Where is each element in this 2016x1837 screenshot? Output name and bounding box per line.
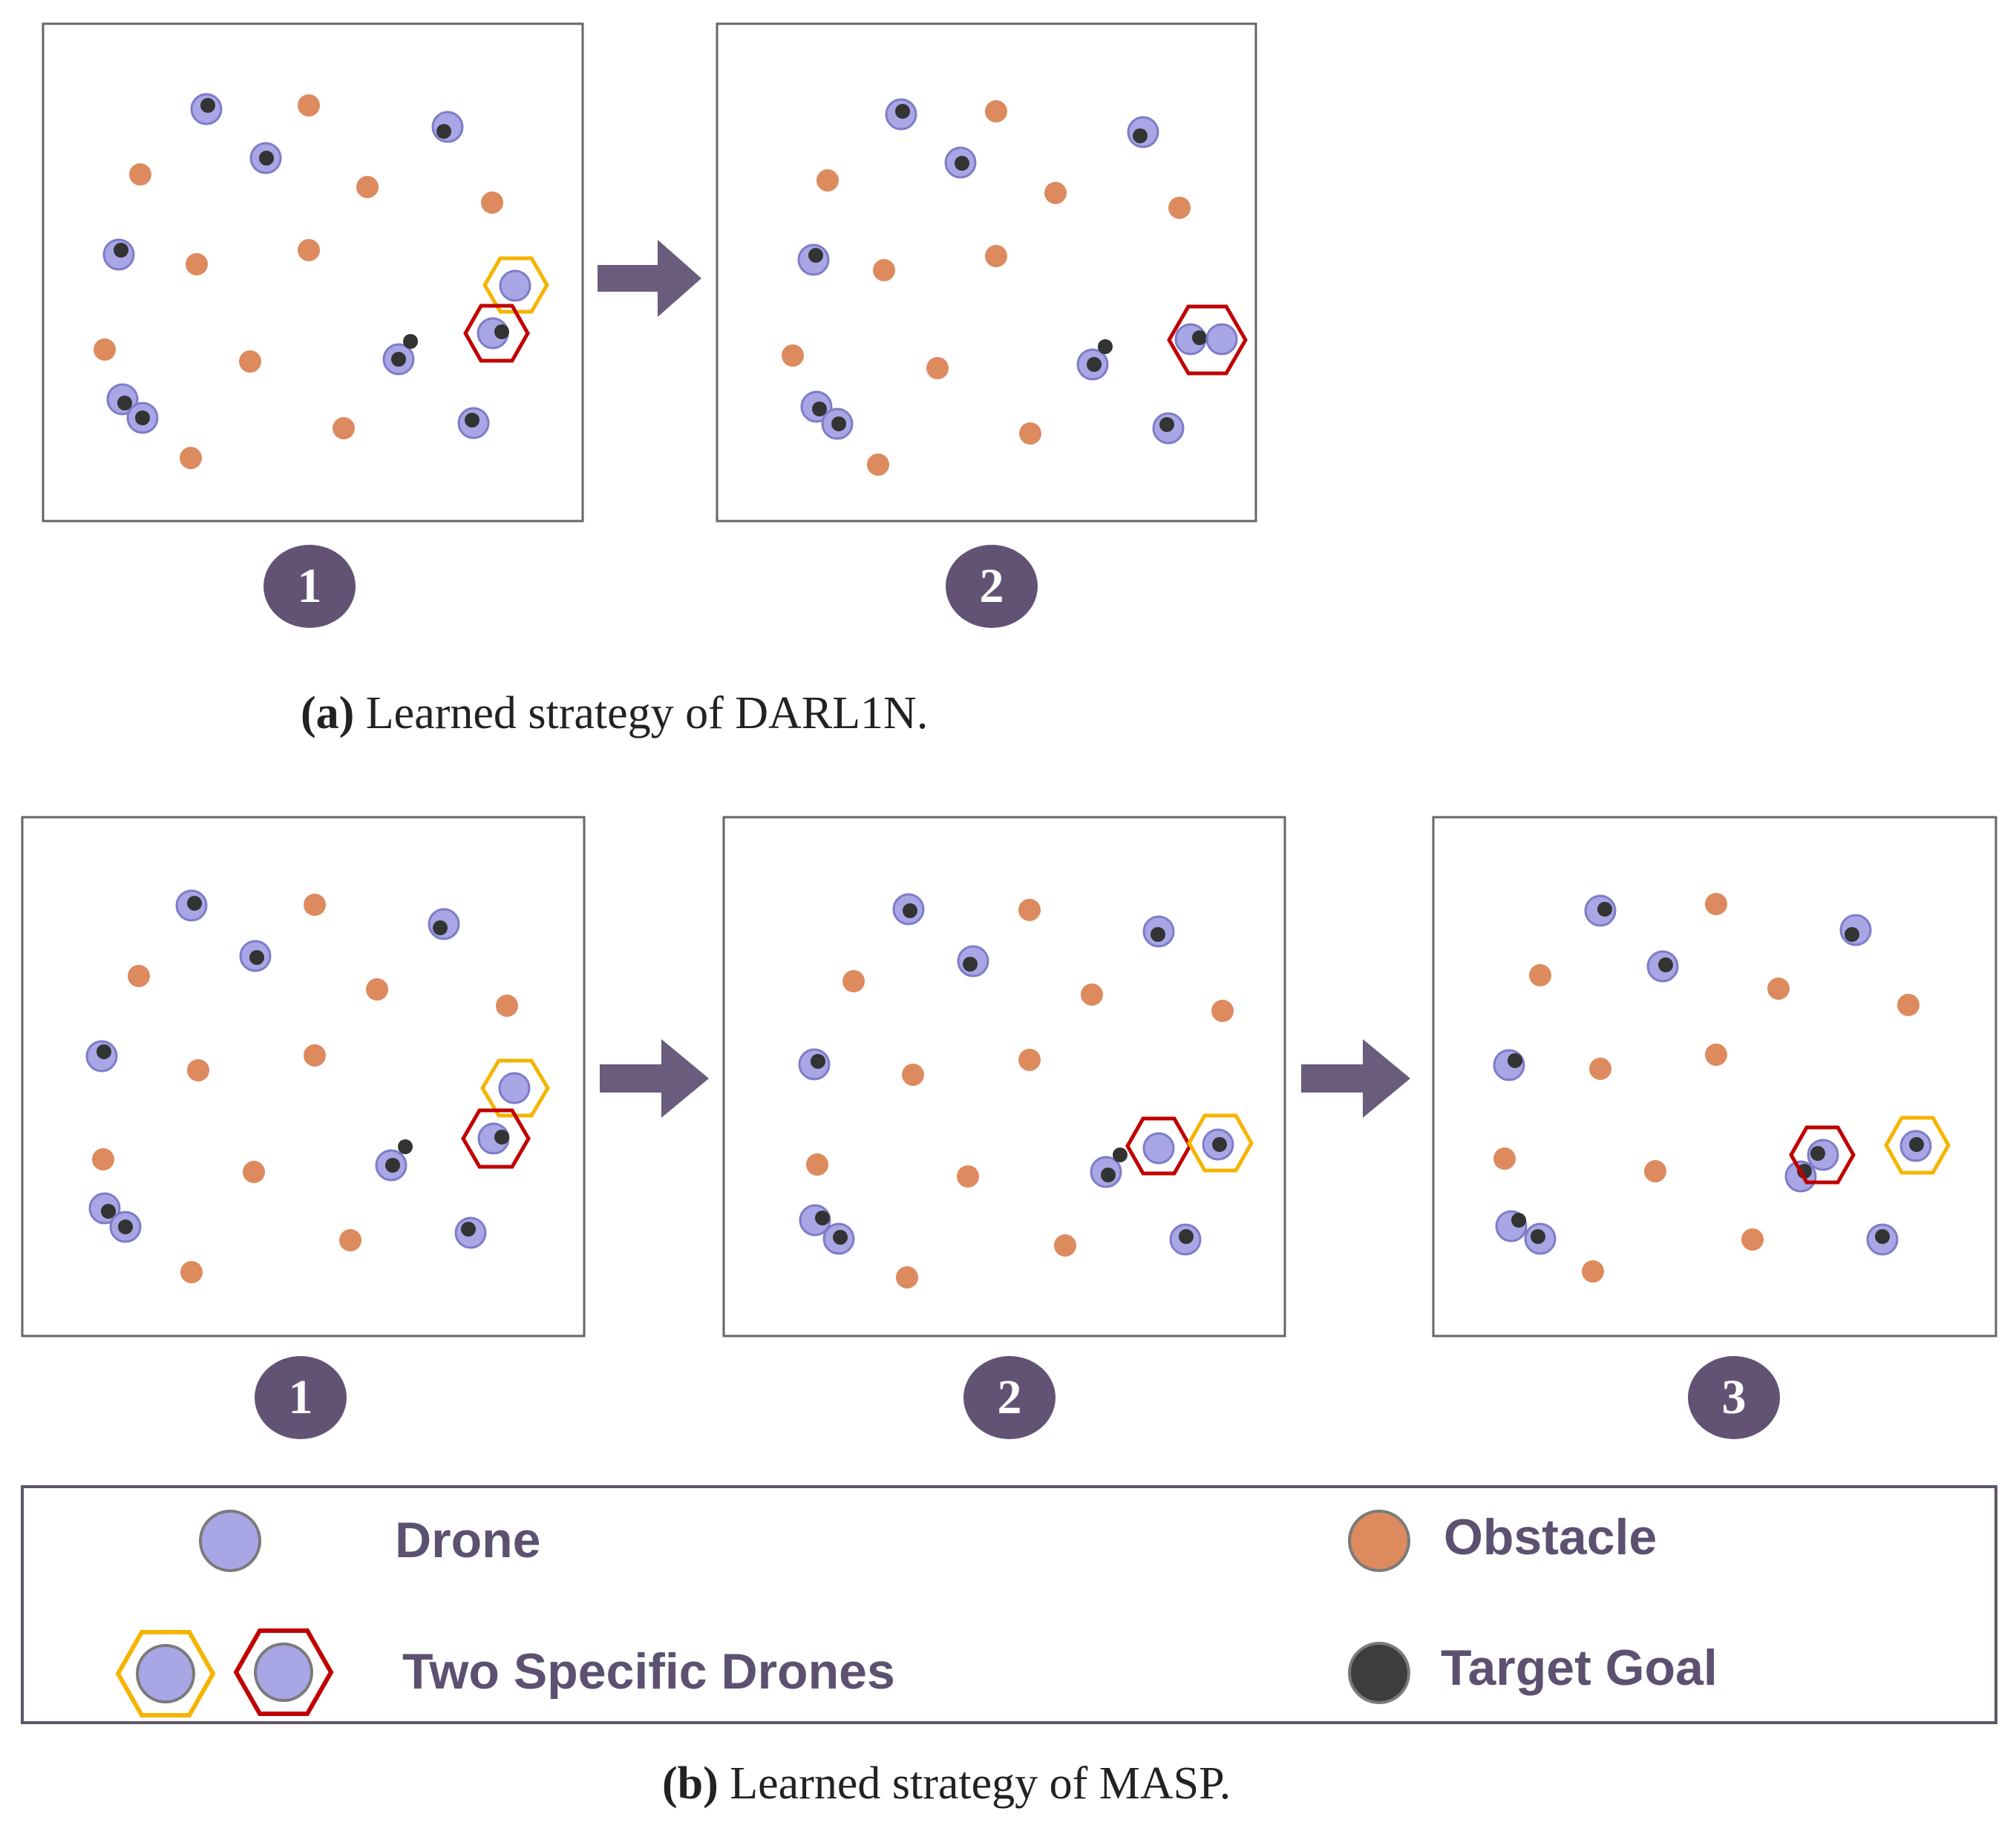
panel-a2	[716, 22, 1257, 523]
obstacles	[94, 94, 503, 469]
obstacles	[806, 899, 1234, 1288]
legend-obstacle-label: Obstacle	[1444, 1509, 1657, 1565]
drones	[85, 889, 531, 1249]
panel-b1	[21, 816, 586, 1337]
legend	[21, 1485, 1997, 1724]
target-goal	[403, 334, 418, 349]
drones	[102, 93, 531, 439]
legend-obstacle-icon	[1348, 1510, 1410, 1572]
legend-drone-icon	[199, 1510, 261, 1572]
legend-drone-label: Drone	[395, 1512, 541, 1568]
caption-a-label: (a)	[301, 688, 355, 739]
legend-red-hex-drone-icon	[233, 1628, 334, 1716]
arrow-b2	[1301, 1039, 1410, 1118]
step-badge-b3: 3	[1688, 1356, 1780, 1439]
red-hexagon	[1167, 304, 1248, 376]
obstacles	[92, 894, 518, 1283]
drones	[798, 893, 1234, 1256]
caption-a: (a) Learned strategy of DARL1N.	[301, 687, 928, 740]
yellow-hexagon	[480, 1058, 550, 1118]
drones	[1493, 894, 1932, 1256]
yellow-hexagon	[1884, 1116, 1951, 1175]
red-hexagon	[1789, 1125, 1856, 1185]
caption-b-label: (b)	[662, 1758, 719, 1809]
obstacles	[1493, 893, 1920, 1283]
yellow-hexagon	[482, 256, 549, 314]
legend-target-goal-icon	[1348, 1642, 1410, 1704]
panel-b3	[1432, 816, 1997, 1337]
step-badge-a2: 2	[946, 545, 1038, 628]
legend-yellow-hex-drone-icon	[115, 1630, 216, 1718]
legend-target-goal-label: Target Goal	[1441, 1640, 1718, 1696]
step-badge-b2: 2	[963, 1356, 1056, 1439]
yellow-hexagon	[1187, 1113, 1254, 1173]
red-hexagon	[1125, 1116, 1192, 1176]
target-goal	[398, 1139, 413, 1154]
legend-two-specific-label: Two Specific Drones	[402, 1643, 895, 1700]
drones	[797, 98, 1238, 445]
red-hexagon	[461, 1108, 531, 1169]
caption-b-text: Learned strategy of MASP.	[730, 1758, 1231, 1809]
caption-a-text: Learned strategy of DARL1N.	[365, 688, 929, 739]
arrow-b1	[600, 1039, 709, 1118]
red-hexagon	[463, 304, 530, 363]
obstacles	[782, 100, 1191, 476]
caption-b: (b) Learned strategy of MASP.	[662, 1758, 1231, 1810]
panel-b2	[722, 816, 1286, 1337]
step-badge-b1: 1	[255, 1356, 347, 1439]
panel-a1	[42, 22, 584, 523]
target-goal	[1098, 339, 1113, 354]
step-badge-a1: 1	[264, 545, 356, 628]
arrow-a	[598, 240, 701, 317]
target-goal	[1113, 1147, 1128, 1162]
